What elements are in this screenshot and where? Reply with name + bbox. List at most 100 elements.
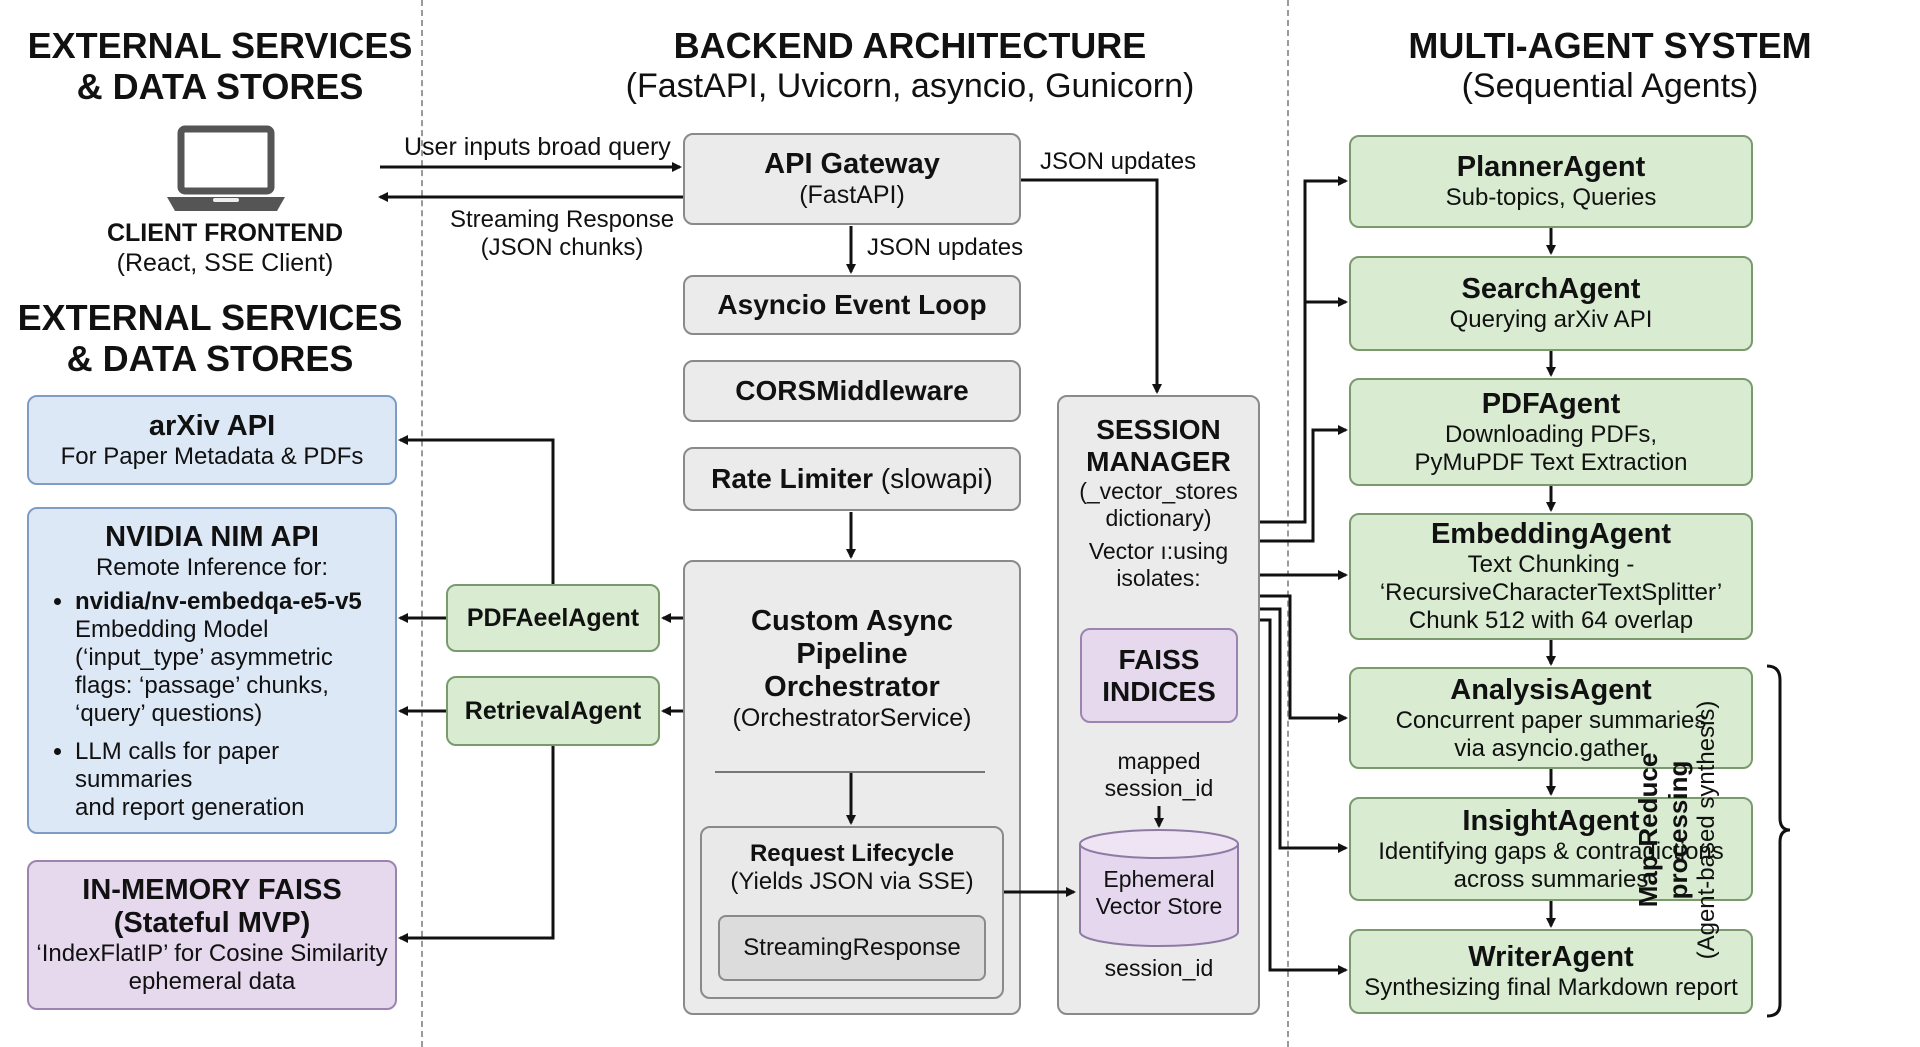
faiss-indices-line-2: INDICES	[1102, 675, 1216, 707]
orchestrator-title-line-1: Custom Async	[751, 605, 953, 637]
embedding-agent-desc-2: ‘RecursiveCharacterTextSplitter’	[1379, 579, 1723, 606]
client-frontend-title: CLIENT FRONTEND	[106, 219, 344, 247]
multi-agent-subtitle: (Sequential Agents)	[1461, 67, 1759, 105]
retrieval-agent-title: RetrievalAgent	[464, 696, 642, 725]
rate-limiter-box: Rate Limiter (slowapi)	[683, 447, 1021, 511]
nvidia-bullet-embedding-model: nvidia/nv-embedqa-e5-v5	[75, 588, 362, 615]
analysis-agent-desc-1: Concurrent paper summaries	[1395, 706, 1707, 734]
backend-subtitle: (FastAPI, Uvicorn, asyncio, Gunicorn)	[625, 67, 1195, 105]
session-id-label: session_id	[1104, 955, 1214, 981]
streaming-response-label: Streaming Response (JSON chunks)	[432, 206, 692, 262]
analysis-agent-box: AnalysisAgent Concurrent paper summaries…	[1349, 667, 1753, 769]
api-gateway-subtitle: (FastAPI)	[799, 181, 905, 209]
streaming-response-title: StreamingResponse	[743, 934, 961, 961]
streaming-label-line-2: (JSON chunks)	[480, 234, 644, 261]
arrow-session-to-planner	[1260, 176, 1348, 524]
nvidia-bullet-embedding: nvidia/nv-embedqa-e5-v5 Embedding Model …	[75, 588, 395, 728]
asyncio-event-loop-box: Asyncio Event Loop	[683, 275, 1021, 335]
multi-agent-title: MULTI-AGENT SYSTEM	[1408, 25, 1812, 66]
map-reduce-brace	[1766, 664, 1791, 1018]
embedding-agent-desc-3: Chunk 512 with 64 overlap	[1408, 607, 1694, 634]
planner-agent-name: PlannerAgent	[1456, 151, 1646, 183]
lifecycle-subtitle: (Yields JSON via SSE)	[730, 868, 974, 895]
insight-agent-box: InsightAgent Identifying gaps & contradi…	[1349, 797, 1753, 901]
nvidia-nim-title: NVIDIA NIM API	[105, 521, 319, 553]
arrow-session-to-writer	[1260, 618, 1348, 975]
writer-agent-desc: Synthesizing final Markdown report	[1364, 974, 1738, 1001]
embedding-agent-name: EmbeddingAgent	[1430, 518, 1672, 550]
writer-agent-box: WriterAgent Synthesizing final Markdown …	[1349, 929, 1753, 1014]
session-vector-note-line-1: Vector ı:using	[1088, 538, 1229, 564]
multi-agent-section-title: MULTI-AGENT SYSTEM (Sequential Agents)	[1350, 25, 1870, 106]
arrow-session-to-analysis	[1260, 594, 1348, 723]
arxiv-api-subtitle: For Paper Metadata & PDFs	[60, 442, 364, 470]
arrow-retrieval-to-faiss	[398, 746, 555, 943]
orchestrator-separator	[715, 771, 985, 773]
streaming-response-box: StreamingResponse	[718, 915, 986, 981]
cors-title: CORSMiddleware	[735, 375, 969, 406]
left-mid-title-line-1: EXTERNAL SERVICES	[17, 297, 403, 338]
session-vector-note-line-2: isolates:	[1116, 565, 1201, 591]
pdf-agent-title: PDFAeelAgent	[466, 603, 640, 632]
faiss-indices-box: FAISS INDICES	[1080, 628, 1238, 723]
ephemeral-line-2: Vector Store	[1095, 893, 1223, 919]
orchestrator-subtitle: (OrchestratorService)	[732, 704, 972, 732]
analysis-agent-desc-2: via asyncio.gather	[1454, 734, 1648, 762]
embedding-agent-desc-1: Text Chunking -	[1467, 551, 1635, 578]
backend-section-title: BACKEND ARCHITECTURE (FastAPI, Uvicorn, …	[560, 25, 1260, 106]
ephemeral-line-1: Ephemeral	[1103, 866, 1215, 892]
left-section-title-mid: EXTERNAL SERVICES & DATA STORES	[0, 297, 420, 379]
streaming-label-line-1: Streaming Response	[449, 206, 675, 233]
rate-limiter-label: Rate Limiter (slowapi)	[711, 463, 993, 495]
left-divider	[421, 0, 423, 1047]
lifecycle-title: Request Lifecycle	[749, 840, 955, 867]
cors-middleware-box: CORSMiddleware	[683, 360, 1021, 422]
writer-agent-name: WriterAgent	[1468, 941, 1634, 973]
mapped-session-label: mapped session_id	[1080, 748, 1238, 802]
arrow-session-to-pdf	[1260, 425, 1348, 543]
search-agent-name: SearchAgent	[1461, 273, 1641, 305]
planner-agent-desc: Sub-topics, Queries	[1445, 184, 1657, 211]
session-title-line-1: SESSION	[1096, 414, 1221, 445]
ephemeral-vector-store-cylinder	[1079, 829, 1239, 947]
faiss-subtitle-line-1: ‘IndexFlatIP’ for Cosine Similarity	[36, 940, 388, 967]
planner-agent-box: PlannerAgent Sub-topics, Queries	[1349, 135, 1753, 228]
pdf-agent-box: PDFAeelAgent	[446, 584, 660, 652]
left-mid-title-line-2: & DATA STORES	[66, 338, 354, 379]
pdf-agent-right-box: PDFAgent Downloading PDFs, PyMuPDF Text …	[1349, 378, 1753, 486]
insight-agent-desc-2: across summaries	[1453, 865, 1649, 893]
nvidia-nim-list: nvidia/nv-embedqa-e5-v5 Embedding Model …	[29, 582, 395, 832]
pdfagent-name: PDFAgent	[1481, 387, 1621, 420]
ephemeral-store-label: Ephemeral Vector Store	[1077, 866, 1241, 920]
arxiv-api-title: arXiv API	[148, 409, 276, 442]
event-loop-title: Asyncio Event Loop	[717, 289, 987, 320]
pdfagent-desc-1: Downloading PDFs,	[1444, 420, 1658, 448]
api-gateway-title: API Gateway	[764, 148, 940, 180]
orchestrator-title-line-3: Orchestrator	[764, 671, 940, 703]
left-section-title-top: EXTERNAL SERVICES & DATA STORES	[15, 25, 425, 107]
arrow-pdfagent-to-arxiv	[398, 435, 555, 584]
embedding-agent-box: EmbeddingAgent Text Chunking - ‘Recursiv…	[1349, 513, 1753, 640]
laptop-icon	[167, 125, 285, 211]
client-frontend-label: CLIENT FRONTEND (React, SSE Client)	[80, 218, 370, 278]
nvidia-nim-api-box: NVIDIA NIM API Remote Inference for: nvi…	[27, 507, 397, 834]
nvidia-bullet-llm-line-2: and report generation	[75, 794, 305, 821]
session-subtitle-line-1: (_vector_stores	[1079, 478, 1238, 504]
json-updates-down-label: JSON updates	[867, 234, 1024, 261]
mapped-line-2: session_id	[1104, 775, 1214, 801]
rate-limiter-suffix: (slowapi)	[873, 463, 993, 494]
in-memory-faiss-box: IN-MEMORY FAISS (Stateful MVP) ‘IndexFla…	[27, 860, 397, 1010]
faiss-title-line-2: (Stateful MVP)	[113, 907, 311, 939]
nvidia-bullet-llm: LLM calls for paper summaries and report…	[75, 738, 395, 822]
insight-agent-desc-1: Identifying gaps & contradictions	[1378, 837, 1724, 865]
nvidia-bullet-llm-line-1: LLM calls for paper summaries	[75, 738, 280, 793]
json-updates-right-label: JSON updates	[1040, 148, 1197, 175]
faiss-indices-line-1: FAISS	[1118, 643, 1200, 675]
api-gateway-box: API Gateway (FastAPI)	[683, 133, 1021, 225]
rate-limiter-title: Rate Limiter	[711, 463, 873, 494]
retrieval-agent-box: RetrievalAgent	[446, 676, 660, 746]
arrow-gateway-to-session	[1021, 178, 1162, 394]
user-query-label: User inputs broad query	[404, 133, 671, 161]
search-agent-desc: Querying arXiv API	[1449, 306, 1653, 333]
